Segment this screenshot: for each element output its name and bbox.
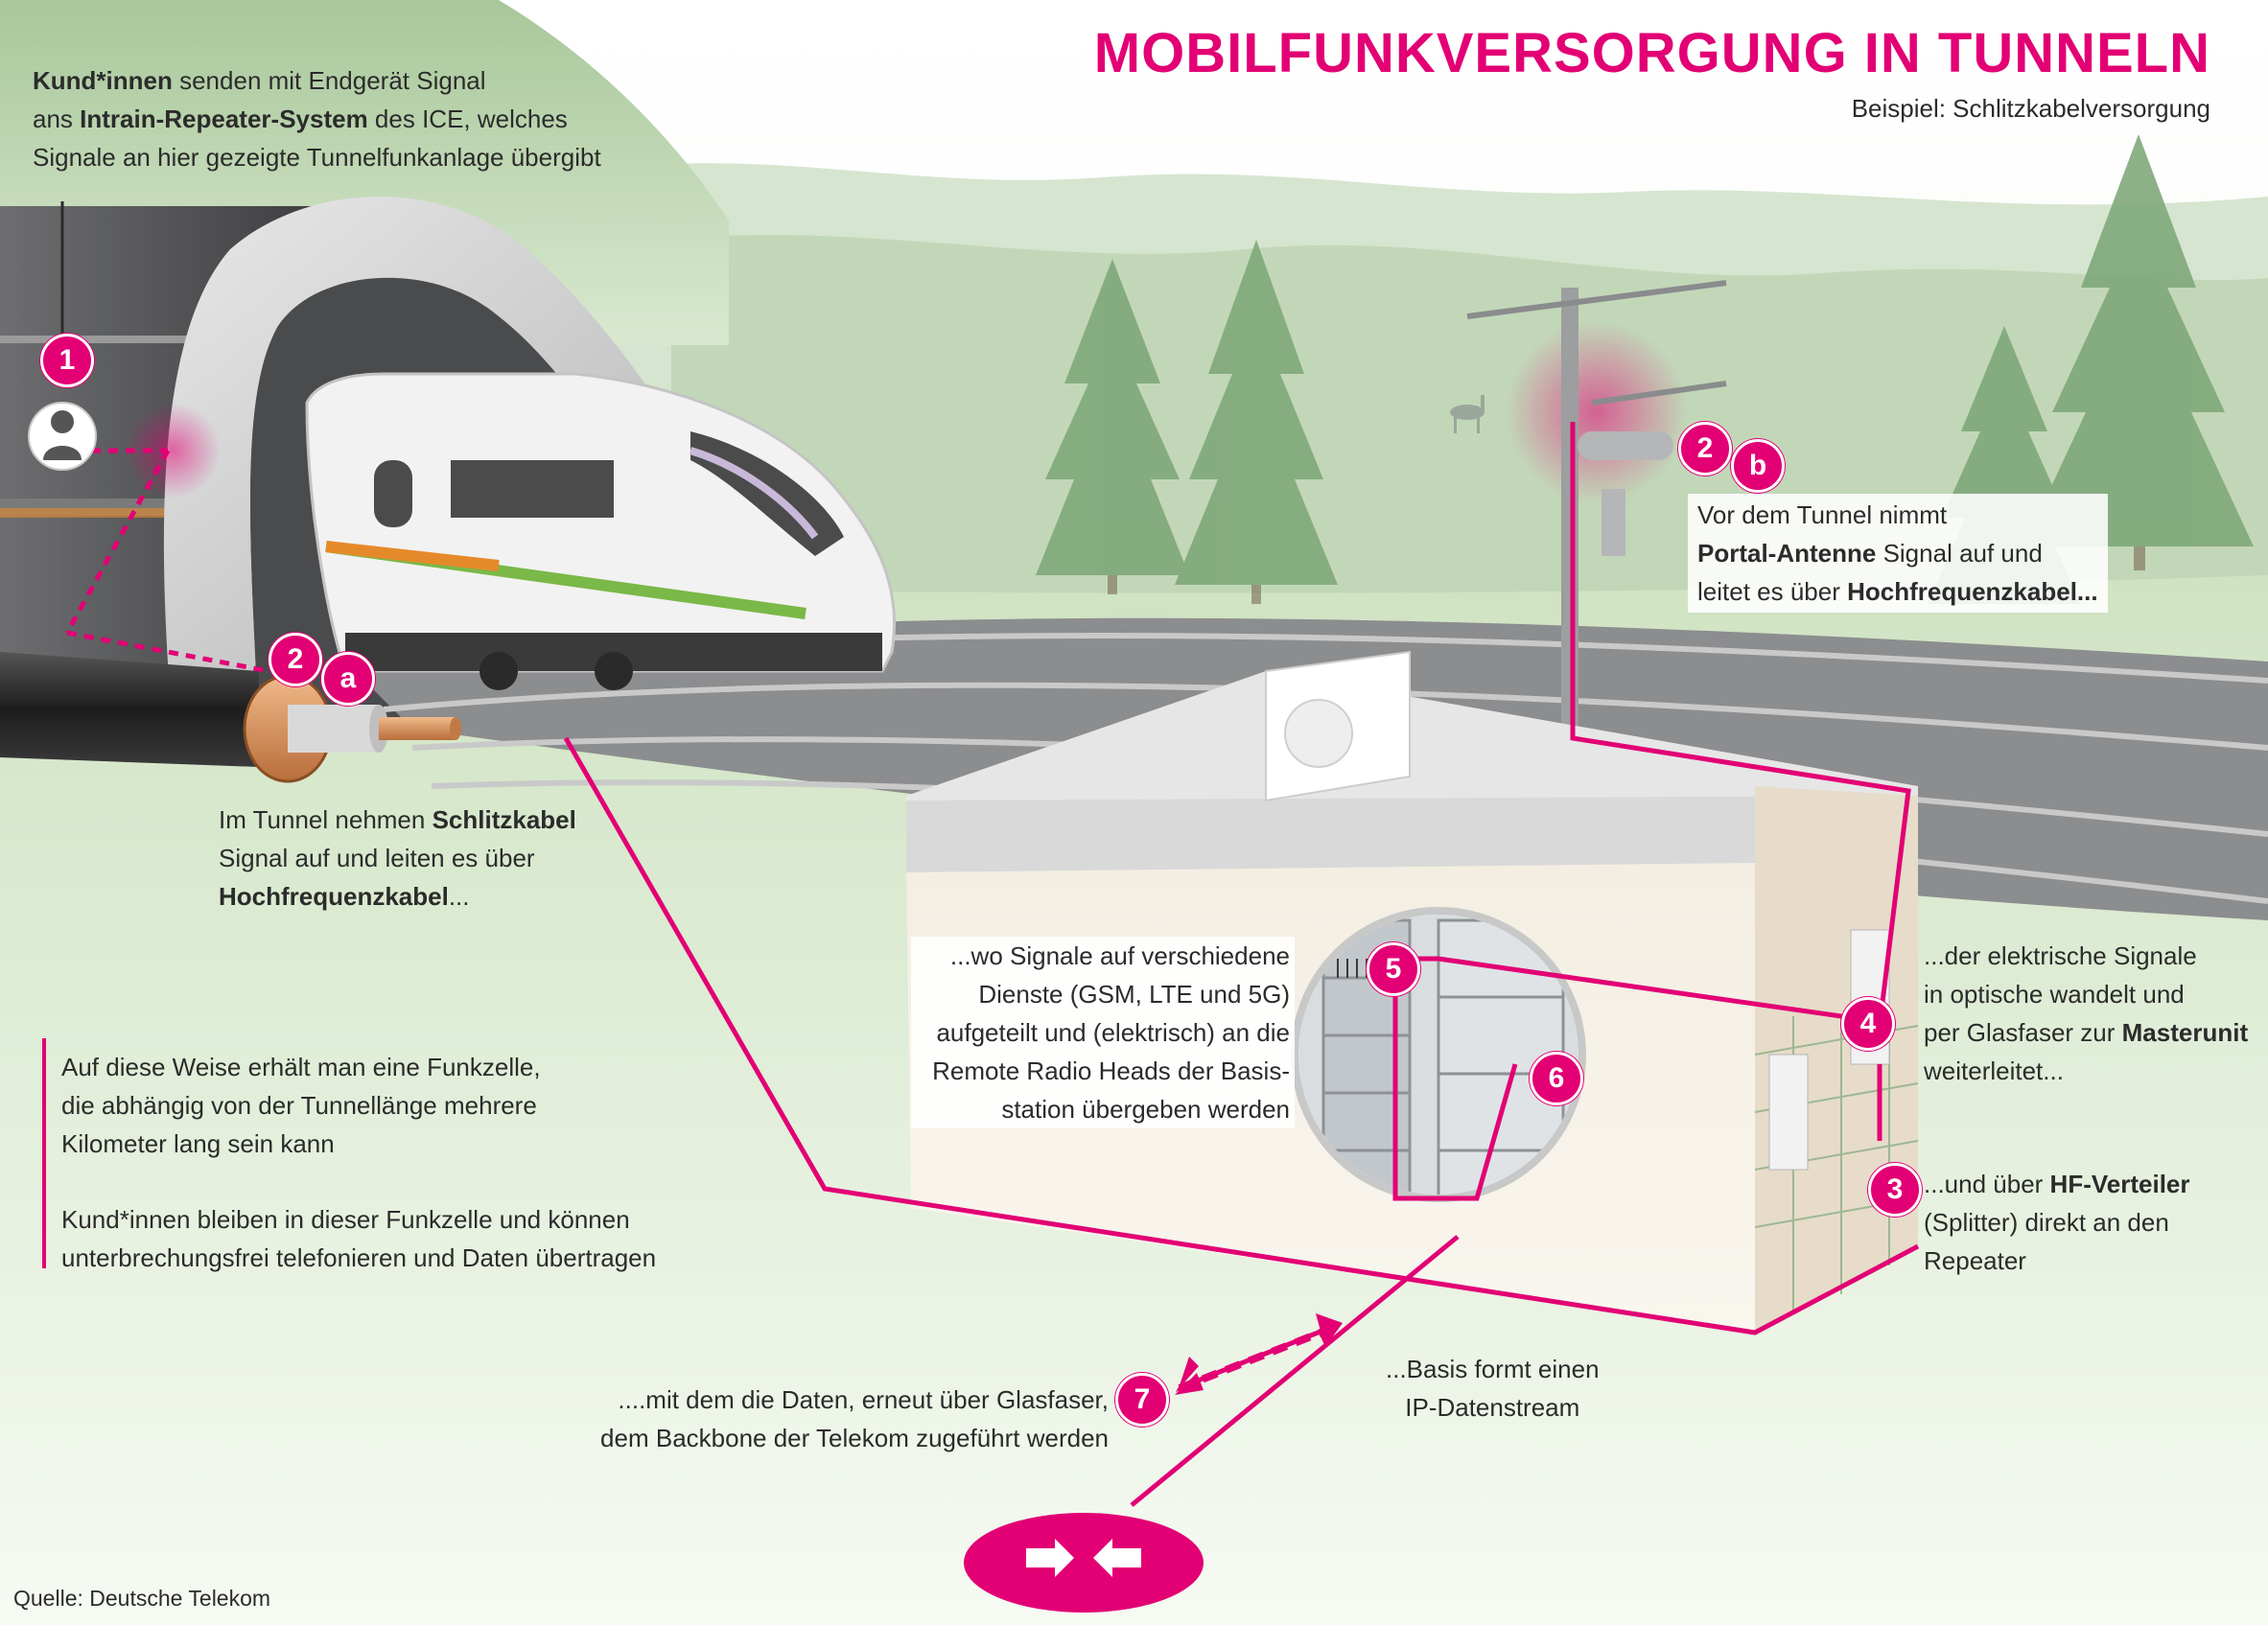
step4-bold1: Masterunit	[2121, 1018, 2249, 1047]
step7-badge: 7	[1115, 1373, 1169, 1427]
step2a-badge-number: 2	[269, 633, 322, 686]
step4-text: ...der elektrische Signale in optische w…	[1924, 937, 2248, 1090]
step2a-t3: ...	[448, 882, 470, 911]
step1-bold2: Intrain-Repeater-System	[80, 104, 368, 133]
step5-t5: station übergeben werden	[1001, 1095, 1290, 1124]
step7-text: ....mit dem die Daten, erneut über Glasf…	[537, 1381, 1109, 1457]
step1-bold1: Kund*innen	[33, 66, 173, 95]
note-accent-bar	[42, 1038, 46, 1268]
step4-t4: weiterleitet...	[1924, 1056, 2064, 1085]
step1-badge: 1	[40, 334, 94, 387]
note-p1-l1: Auf diese Weise erhält man eine Funkzell…	[61, 1053, 541, 1081]
note-p2-l1: Kund*innen bleiben in dieser Funkzelle u…	[61, 1205, 630, 1234]
page-title: MOBILFUNKVERSORGUNG IN TUNNELN	[1093, 22, 2210, 84]
portal-antenna	[1466, 280, 1727, 738]
step2b-t3: leitet es über	[1697, 577, 1848, 606]
step4-t1: ...der elektrische Signale	[1924, 941, 2197, 970]
step2b-badge-letter: b	[1731, 439, 1785, 493]
step5-t2: Dienste (GSM, LTE und 5G)	[978, 980, 1290, 1009]
person-icon	[28, 402, 97, 471]
step3-bold1: HF-Verteiler	[2049, 1170, 2190, 1198]
step4-t2: in optische wandelt und	[1924, 980, 2185, 1009]
ice-train	[305, 372, 896, 690]
step1-t1: senden mit Endgerät Signal	[172, 66, 486, 95]
step2b-t2: Signal auf und	[1876, 539, 2043, 568]
step2a-bold2: Hochfrequenzkabel	[219, 882, 449, 911]
note-p1-l3: Kilometer lang sein kann	[61, 1129, 335, 1158]
note-p2-l2: unterbrechungsfrei telefonieren und Date…	[61, 1243, 657, 1272]
step3-t1: ...und über	[1924, 1170, 2050, 1198]
step2b-bold2: Hochfrequenzkabel...	[1847, 577, 2098, 606]
step6-t2: IP-Datenstream	[1405, 1393, 1580, 1422]
rack-magnifier	[1291, 907, 1586, 1202]
step1-t2: ans	[33, 104, 81, 133]
step2a-bold1: Schlitzkabel	[432, 805, 576, 834]
note-p1-l2: die abhängig von der Tunnellänge mehrere	[61, 1091, 537, 1120]
step6-t1: ...Basis formt einen	[1386, 1355, 1600, 1383]
step1-t3: des ICE, welches	[367, 104, 568, 133]
step3-t2: (Splitter) direkt an den	[1924, 1208, 2169, 1237]
step5-t4: Remote Radio Heads der Basis-	[932, 1056, 1290, 1085]
step2b-bold1: Portal-Antenne	[1697, 539, 1877, 568]
step7-t2: dem Backbone der Telekom zugeführt werde…	[600, 1424, 1109, 1452]
step5-t3: aufgeteilt und (elektrisch) an die	[936, 1018, 1290, 1047]
step2a-text: Im Tunnel nehmen Schlitzkabel Signal auf…	[219, 801, 576, 916]
step4-badge: 4	[1841, 997, 1895, 1051]
step7-t1: ....mit dem die Daten, erneut über Glasf…	[618, 1385, 1109, 1414]
step3-text: ...und über HF-Verteiler (Splitter) dire…	[1924, 1165, 2190, 1280]
step3-badge: 3	[1868, 1163, 1922, 1217]
step5-t1: ...wo Signale auf verschiedene	[949, 941, 1290, 970]
note-paragraph-2: Kund*innen bleiben in dieser Funkzelle u…	[61, 1200, 656, 1277]
slot-cable	[0, 652, 461, 783]
step2a-badge-letter: a	[321, 652, 375, 706]
step2b-t1: Vor dem Tunnel nimmt	[1697, 500, 1948, 529]
step5-text: ...wo Signale auf verschiedene Dienste (…	[911, 937, 1295, 1128]
page-subtitle: Beispiel: Schlitzkabelversorgung	[1851, 94, 2210, 123]
backbone-router-icon	[964, 1513, 1204, 1613]
step1-text: Kund*innen senden mit Endgerät Signal an…	[33, 61, 601, 176]
step2b-text: Vor dem Tunnel nimmt Portal-Antenne Sign…	[1688, 494, 2108, 613]
step2b-badge-number: 2	[1678, 422, 1732, 476]
source-credit: Quelle: Deutsche Telekom	[13, 1586, 271, 1611]
step6-text: ...Basis formt einen IP-Datenstream	[1386, 1350, 1600, 1427]
note-paragraph-1: Auf diese Weise erhält man eine Funkzell…	[61, 1048, 541, 1163]
step6-badge: 6	[1530, 1052, 1583, 1105]
step3-t3: Repeater	[1924, 1246, 2026, 1275]
step1-t4: Signale an hier gezeigte Tunnelfunkanlag…	[33, 143, 601, 172]
step5-badge: 5	[1367, 942, 1420, 996]
step4-t3: per Glasfaser zur	[1924, 1018, 2122, 1047]
step2a-t2: Signal auf und leiten es über	[219, 844, 535, 872]
step2a-t1: Im Tunnel nehmen	[219, 805, 433, 834]
